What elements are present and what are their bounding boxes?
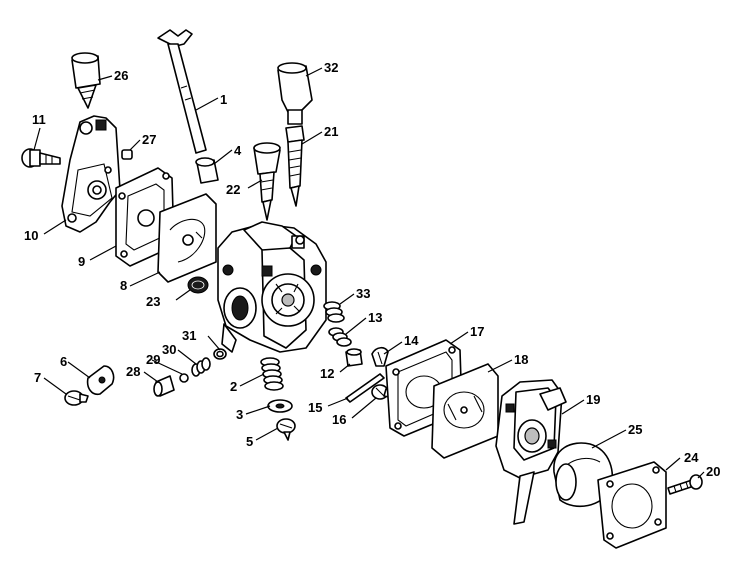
part-22-needle [253,142,281,221]
part-14-lever [371,346,389,367]
part-1-throttle-shaft [157,29,207,154]
part-4-bushing [195,157,219,184]
callout-33: 33 [356,286,370,301]
part-25-primer-bulb [553,442,614,508]
part-20-screw [667,474,703,495]
part-12-inlet-needle [345,348,363,367]
callout-28: 28 [126,364,140,379]
callout-16: 16 [332,412,346,427]
carburetor-body [217,221,327,353]
callout-32: 32 [324,60,338,75]
part-29-o-ring [179,373,189,383]
part-11-screw [21,148,61,168]
callout-18: 18 [514,352,528,367]
callout-13: 13 [368,310,382,325]
callout-20: 20 [706,464,720,479]
part-7-screw [64,390,89,406]
callout-14: 14 [404,333,419,348]
part-15-pin [345,373,385,403]
part-27-plug [121,149,133,160]
part-23-screen [187,276,209,294]
part-19-pump-cover [495,379,567,525]
callout-19: 19 [586,392,600,407]
part-33-spring [323,301,345,323]
callout-4: 4 [234,143,242,158]
callout-1: 1 [220,92,227,107]
callout-29: 29 [146,352,160,367]
leader-lines [33,67,705,479]
callout-17: 17 [470,324,484,339]
part-10-metering-cover [61,115,121,233]
callout-23: 23 [146,294,160,309]
callout-25: 25 [628,422,642,437]
callout-12: 12 [320,366,334,381]
callout-30: 30 [162,342,176,357]
part-30-spring [191,357,211,377]
callout-21: 21 [324,124,338,139]
callout-7: 7 [34,370,41,385]
callout-9: 9 [78,254,85,269]
callout-5: 5 [246,434,253,449]
part-32-limiter-cap [277,62,313,125]
callout-labels: 1 2 3 4 5 6 7 8 9 10 11 12 13 14 15 16 1… [24,60,720,479]
callout-8: 8 [120,278,127,293]
part-8-diaphragm [157,193,217,283]
part-31-o-ring [213,348,227,360]
callout-6: 6 [60,354,67,369]
callout-27: 27 [142,132,156,147]
callout-15: 15 [308,400,322,415]
part-13-spring [328,327,352,347]
part-21-needle [285,125,305,207]
callout-24: 24 [684,450,699,465]
part-26-adjuster-cap [71,52,101,109]
part-3-washer [267,399,293,413]
callout-10: 10 [24,228,38,243]
part-5-screw [276,418,296,441]
callout-26: 26 [114,68,128,83]
callout-22: 22 [226,182,240,197]
part-28-plug [153,375,175,397]
callout-2: 2 [230,379,237,394]
part-24-cover-plate [597,461,667,549]
part-2-spring [260,357,284,391]
part-6-lever [86,365,115,396]
callout-11: 11 [32,112,46,127]
callout-3: 3 [236,407,243,422]
callout-31: 31 [182,328,196,343]
